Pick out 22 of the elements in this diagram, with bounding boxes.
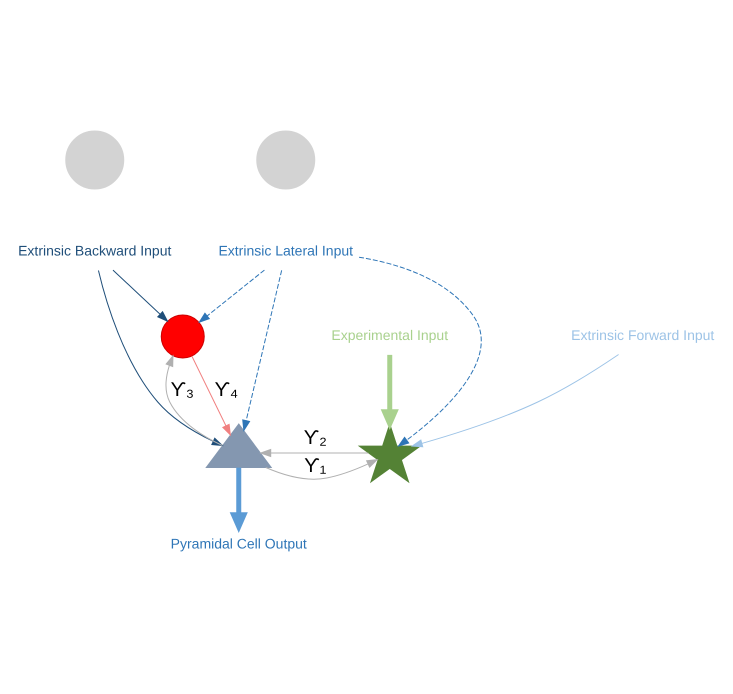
arrow (112, 270, 169, 322)
node-text: Experimental Input (331, 327, 448, 344)
arrow (259, 448, 369, 458)
node-circle (65, 130, 124, 190)
node-text: Extrinsic Forward Input (571, 327, 714, 344)
node-circle (160, 314, 205, 358)
node-text: Extrinsic Lateral Input (218, 242, 354, 259)
arrow (265, 459, 379, 480)
edge-label: ϒ₄ (214, 379, 238, 401)
arrow (191, 356, 232, 436)
node-text: Pyramidal Cell Output (170, 536, 307, 552)
edge-label: ϒ₂ (304, 427, 327, 449)
arrow (410, 354, 620, 448)
arrow (230, 468, 248, 534)
edge-label: ϒ₁ (304, 455, 326, 477)
node-text: Extrinsic Backward Input (18, 242, 172, 259)
node-circle (256, 130, 316, 190)
arrow (242, 270, 282, 432)
arrow (380, 354, 399, 430)
arrow (358, 256, 482, 447)
arrow (198, 270, 265, 324)
edge-label: ϒ₃ (170, 379, 194, 401)
